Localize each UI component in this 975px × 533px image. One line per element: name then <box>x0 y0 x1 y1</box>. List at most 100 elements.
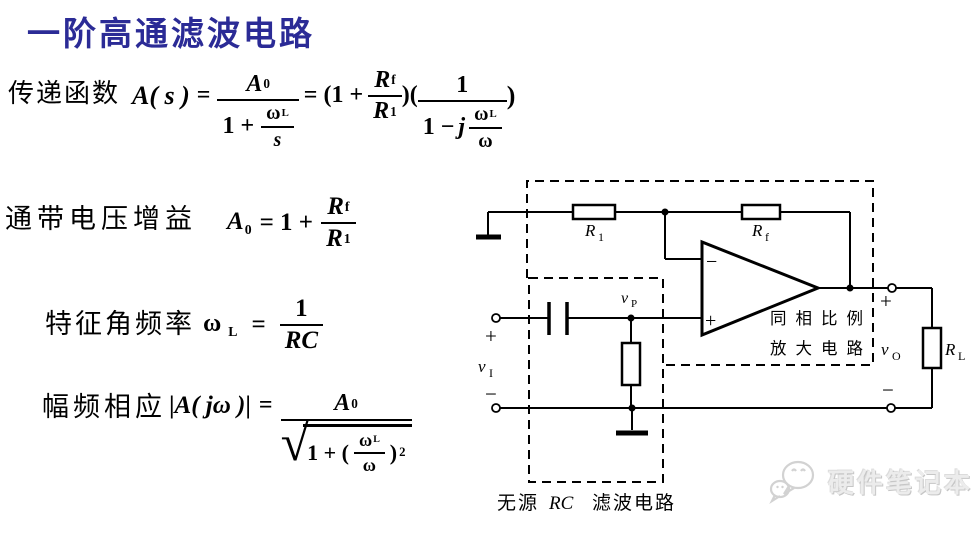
math-sub: 1 <box>343 230 351 246</box>
math-sub: L <box>228 324 238 340</box>
label-rl: R <box>944 340 956 359</box>
formula-label-transfer: 传递函数 <box>8 78 121 108</box>
watermark-text: 硬件笔记本 <box>828 468 974 498</box>
output-minus-sign: − <box>882 378 894 402</box>
label-vp: v <box>621 290 629 307</box>
math-equals: = <box>258 392 273 419</box>
math-var: ω <box>203 309 222 337</box>
label-rf: R <box>751 221 763 240</box>
math-token: = (1 + <box>303 82 364 109</box>
math-var: s <box>273 128 282 151</box>
math-var: A <box>334 390 351 417</box>
math-lhs: A( jω ) <box>174 391 246 419</box>
math-token: 1 + <box>222 113 255 139</box>
watermark: 硬件笔记本 <box>768 458 973 504</box>
rc-filter-label-var: RC <box>548 493 574 514</box>
math-sub: L <box>281 106 289 119</box>
label-r1: R <box>584 221 596 240</box>
opamp-minus-sign: − <box>706 251 717 273</box>
terminals <box>491 283 897 413</box>
math-token: ) <box>506 81 516 111</box>
rc-filter-dashed-box <box>528 277 664 483</box>
fraction-bar <box>217 98 299 101</box>
opamp-plus-sign: + <box>705 310 716 332</box>
math-token: ) <box>389 440 398 466</box>
fraction-bar <box>261 125 294 128</box>
math-sub: L <box>489 107 497 120</box>
fraction-bar <box>469 126 502 129</box>
math-var: R <box>326 225 343 252</box>
math-var: A <box>227 207 244 235</box>
amplifier-dashed-box <box>526 180 874 366</box>
math-var: R <box>374 66 391 93</box>
label-vp-sub: P <box>631 298 637 310</box>
resistor-filter <box>620 341 642 387</box>
math-bar: | <box>245 391 251 419</box>
math-token: 1 <box>295 294 308 322</box>
math-var: ω <box>474 102 489 125</box>
math-sub: 0 <box>244 222 252 238</box>
math-var: ω <box>478 129 493 152</box>
resistor-load <box>921 326 943 370</box>
math-var: R <box>373 98 390 124</box>
label-r1-sub: 1 <box>598 230 604 244</box>
math-sub: 0 <box>351 396 358 412</box>
label-vo-sub: O <box>892 349 901 363</box>
formula-label-freq: 特征角频率 <box>45 308 195 339</box>
math-sub: f <box>391 72 396 88</box>
fraction-bar <box>280 418 412 421</box>
resistor-rf <box>740 203 782 221</box>
formula-label-gain: 通带电压增益 <box>5 203 197 234</box>
math-var: A <box>246 70 263 97</box>
math-token: )( <box>401 82 418 109</box>
capacitor <box>547 302 569 335</box>
label-vo: v <box>881 340 889 359</box>
input-plus-sign: + <box>485 324 497 348</box>
math-sub: 1 <box>390 103 397 119</box>
rc-filter-label-pre: 无源 <box>497 492 539 514</box>
math-var: ω <box>362 454 376 475</box>
opamp-triangle <box>700 239 823 338</box>
amplifier-block-label-line2: 放大电路 <box>770 339 872 358</box>
label-vi-sub: I <box>489 366 493 380</box>
math-equals: = <box>196 82 211 109</box>
math-token: 1 + ( <box>307 440 349 466</box>
resistor-r1 <box>571 203 617 221</box>
math-var: RC <box>284 327 319 354</box>
fraction-bar <box>354 451 385 454</box>
math-var: ω <box>266 101 281 124</box>
math-sub: 0 <box>263 76 270 92</box>
amplifier-block-label-line1: 同相比例 <box>770 309 872 328</box>
junction-dots <box>627 208 854 412</box>
math-bar: | <box>169 391 175 419</box>
fraction-bar <box>321 222 356 224</box>
label-vi: v <box>478 357 486 376</box>
fraction-bar <box>279 324 324 326</box>
wires <box>487 211 933 430</box>
label-rl-sub: L <box>958 349 965 363</box>
math-token: = 1 + <box>259 208 314 236</box>
output-plus-sign: + <box>880 289 892 313</box>
math-equals: = <box>251 310 266 338</box>
math-token: 1 − <box>422 114 455 140</box>
fraction-bar <box>368 95 402 97</box>
formula-label-mag: 幅频相应 <box>42 391 166 422</box>
math-token: 1 <box>456 71 469 98</box>
math-var: R <box>327 192 344 220</box>
math-sub: f <box>344 198 350 214</box>
input-minus-sign: − <box>485 382 497 406</box>
rc-filter-label-post: 滤波电路 <box>592 492 676 514</box>
circuit-diagram: − + R 1 R f v P v I v O R L + − + − 同相比例… <box>476 180 965 514</box>
